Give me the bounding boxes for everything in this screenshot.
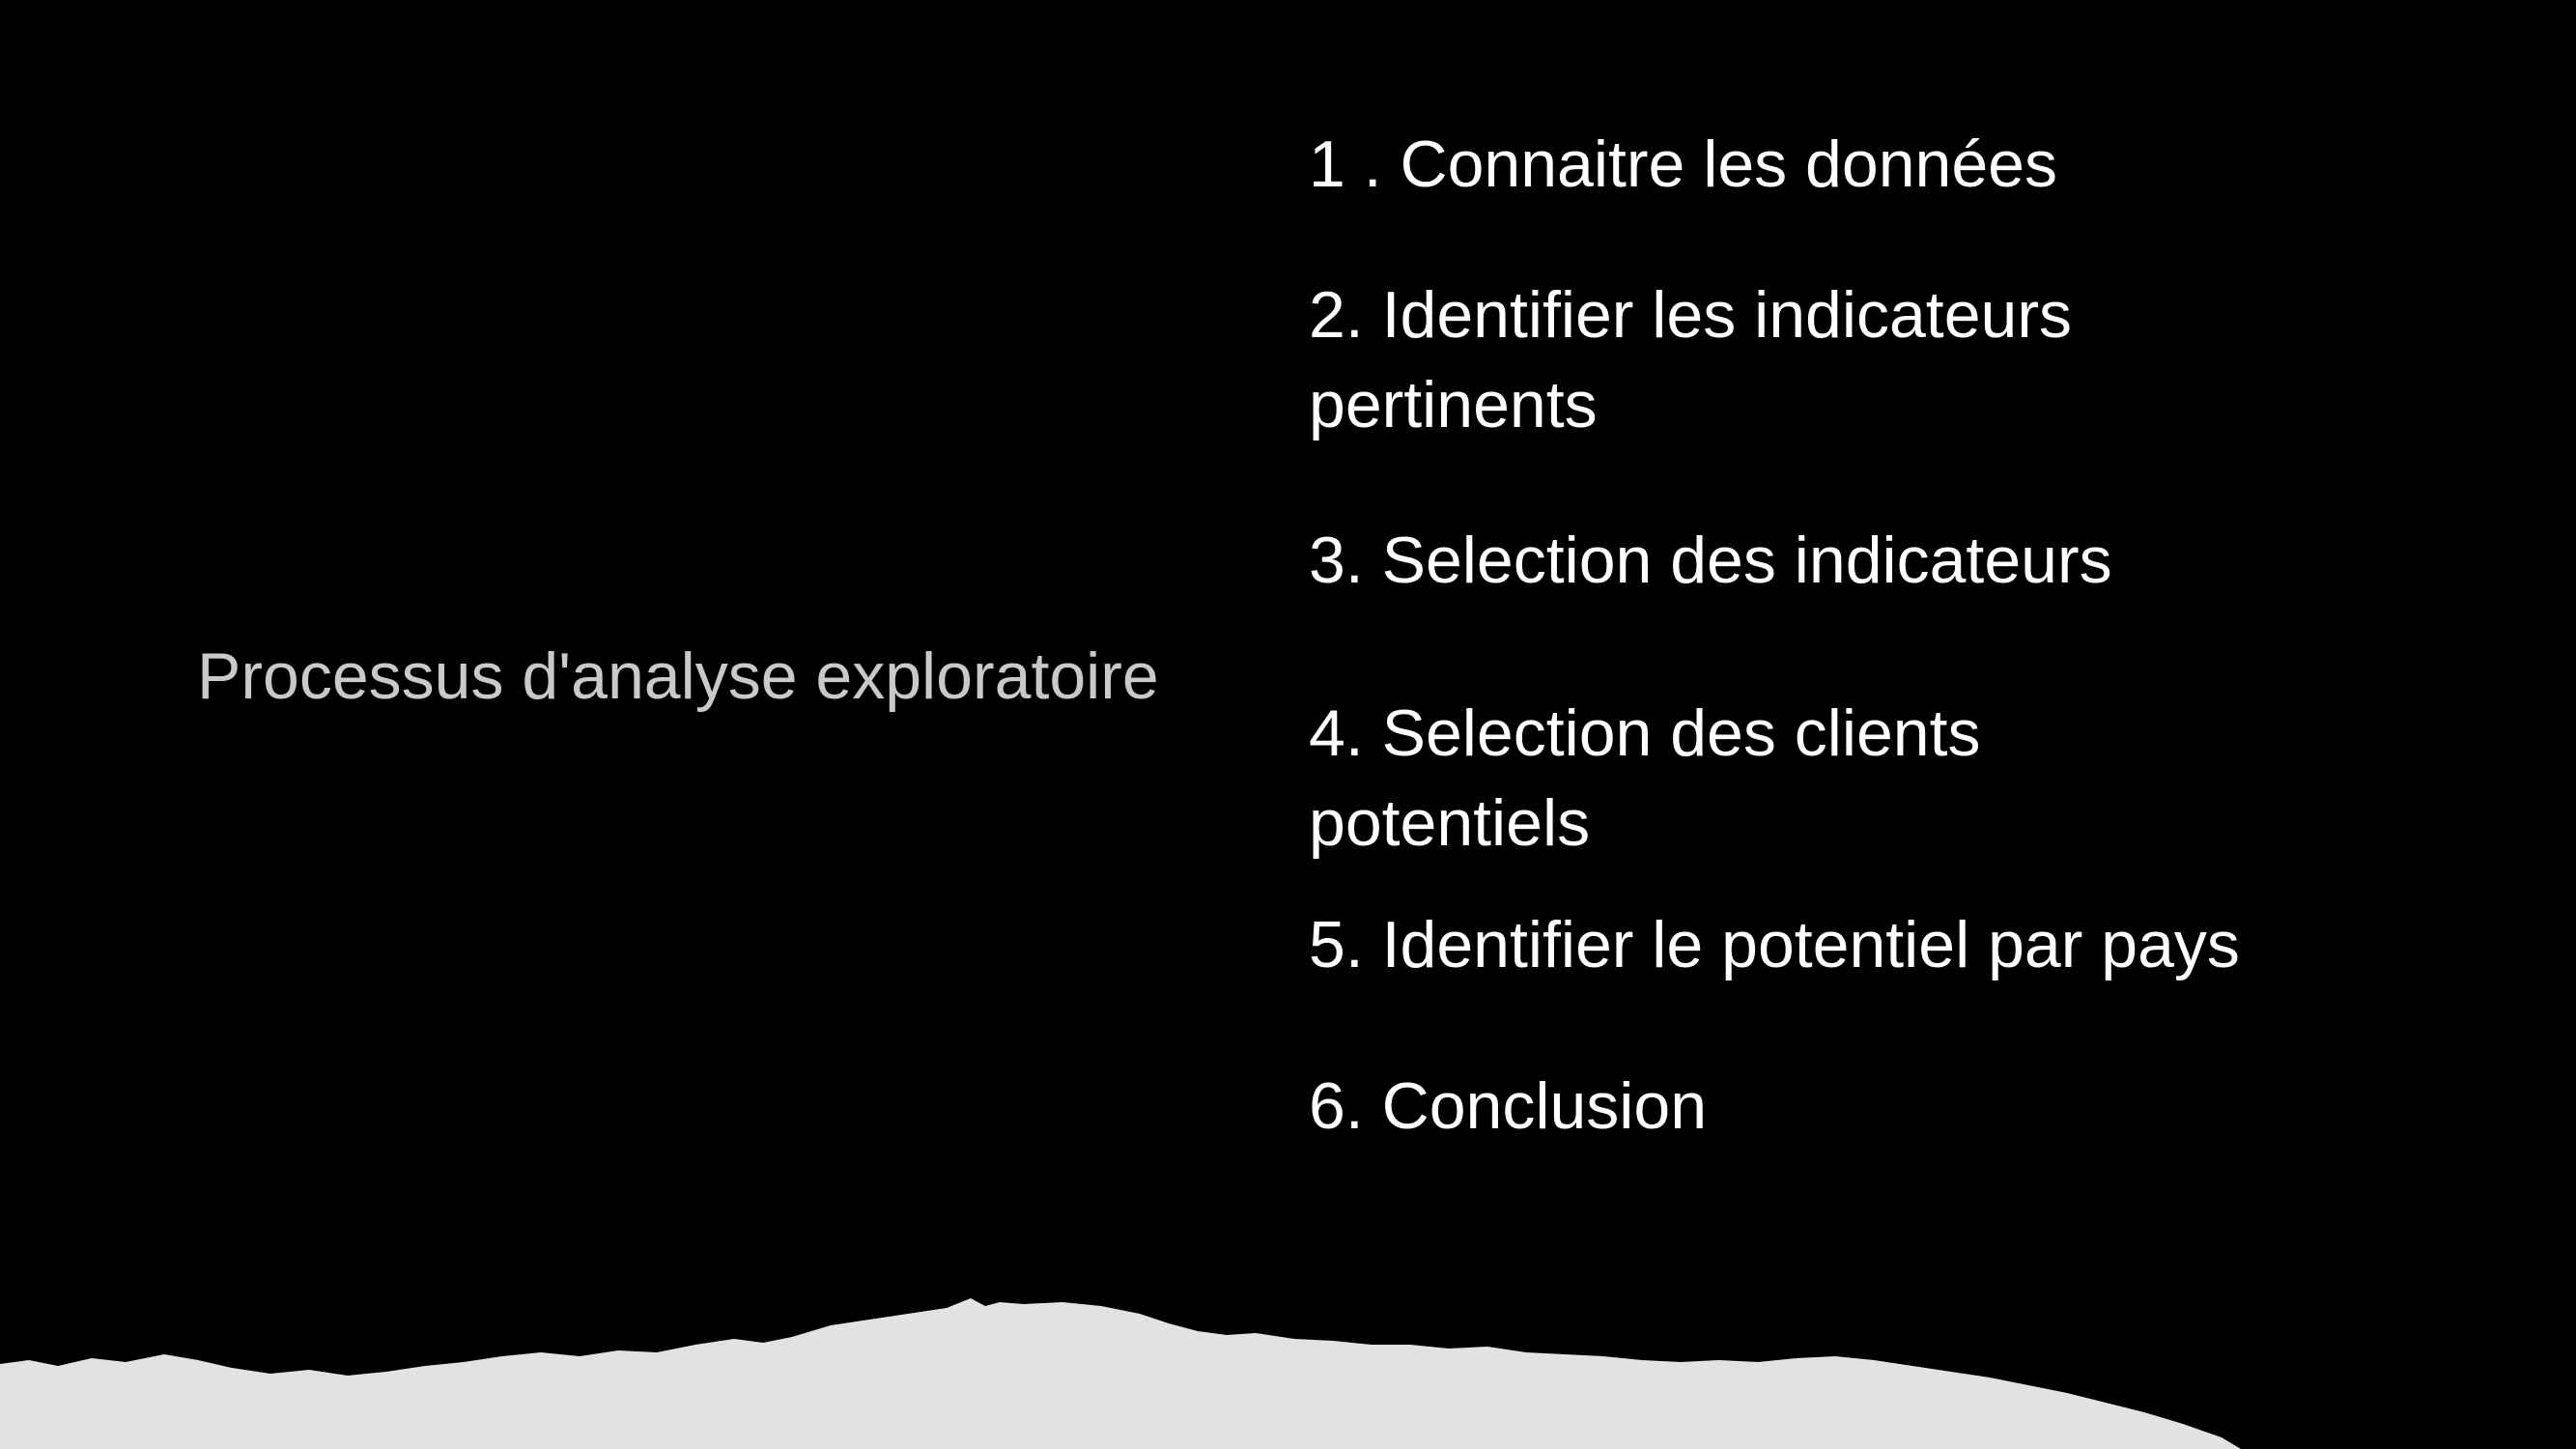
agenda-item-2: 2. Identifier les indicateurs pertinents [1309,278,2072,441]
agenda-item-4: 4. Selection des clients potentiels [1309,696,1981,860]
agenda-item-1: 1 . Connaitre les données [1309,128,2057,201]
torn-paper-decoration [0,1298,2241,1449]
slide-title: Processus d'analyse exploratoire [197,639,1159,713]
agenda-item-6: 6. Conclusion [1309,1069,1708,1143]
agenda-item-5: 5. Identifier le potentiel par pays [1309,908,2240,981]
agenda-list: 1 . Connaitre les données 2. Identifier … [1309,0,2468,1256]
agenda-item-3: 3. Selection des indicateurs [1309,524,2112,597]
